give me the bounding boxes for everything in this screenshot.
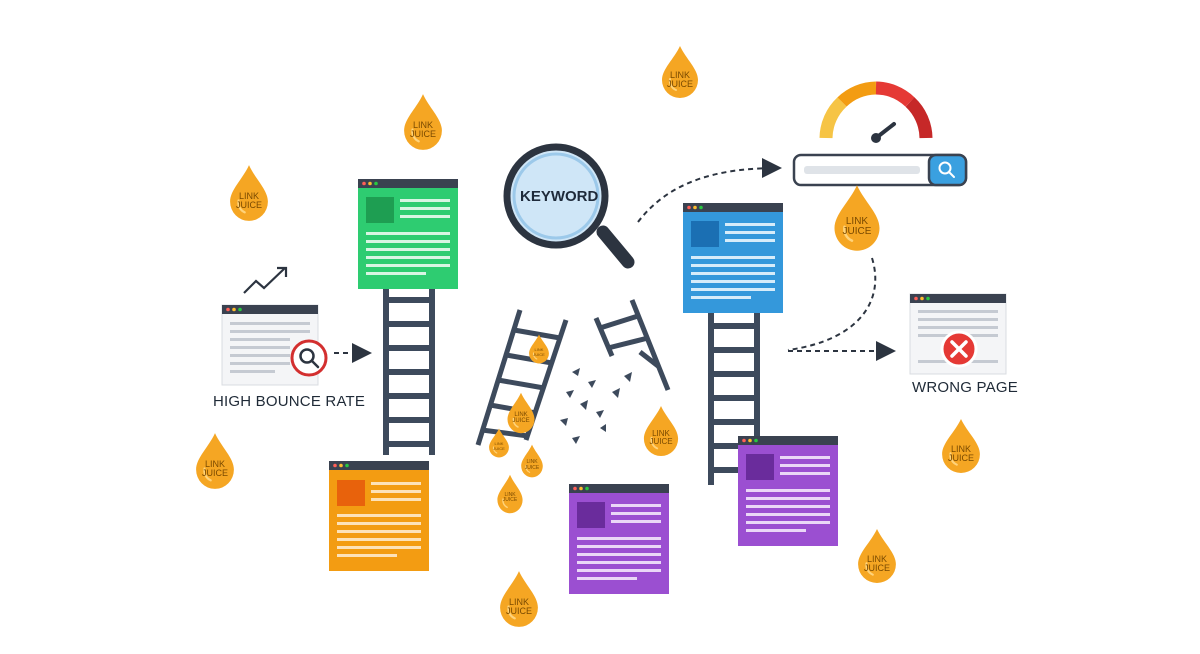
- purple-page-center: [569, 484, 669, 594]
- ladder-debris: [560, 368, 632, 444]
- drop-text-line1: LINK: [504, 492, 516, 499]
- drop-text-line1: LINK: [514, 412, 528, 419]
- orange-page: [329, 461, 429, 571]
- arrow-keyword-to-search: [637, 158, 782, 223]
- drop-icon: [489, 428, 509, 458]
- keyword-label: KEYWORD: [520, 188, 599, 205]
- drop-text-line2: JUICE: [493, 445, 505, 451]
- drop-text-line2: JUICE: [512, 418, 530, 425]
- drop-text-line1: LINK: [950, 443, 971, 454]
- drop-text-line2: JUICE: [842, 226, 872, 238]
- drop-icon: [942, 419, 980, 473]
- drop-icon: [404, 94, 442, 150]
- trend-up-icon: [243, 266, 288, 294]
- drop-text-line2: JUICE: [649, 437, 673, 447]
- drop-text-line2: JUICE: [666, 79, 693, 90]
- drop-text-line1: LINK: [652, 428, 670, 438]
- drop-icon: [834, 185, 880, 251]
- drop-text-line1: LINK: [534, 347, 544, 353]
- drop-icon: [500, 571, 538, 627]
- search-bar: [792, 153, 968, 187]
- drop-text-line1: LINK: [526, 459, 538, 466]
- drop-text-line1: LINK: [412, 119, 433, 130]
- magnifier-icon: [290, 339, 328, 377]
- drop-text-line2: JUICE: [235, 200, 262, 211]
- close-icon: [940, 330, 978, 368]
- green-page: [358, 179, 458, 289]
- drop-icon: [858, 529, 896, 583]
- drop-text-line2: JUICE: [409, 129, 436, 140]
- drop-text-line1: LINK: [845, 215, 869, 227]
- blue-page: [683, 203, 783, 313]
- drop-text-line2: JUICE: [524, 464, 540, 471]
- drop-icon: [230, 165, 268, 221]
- drop-text-line2: JUICE: [505, 606, 532, 617]
- wrong-page-label: WRONG PAGE: [912, 379, 1018, 396]
- drop-text-line2: JUICE: [533, 351, 545, 357]
- arrow-juice-to-wrong: [787, 257, 877, 351]
- drop-text-line1: LINK: [669, 69, 690, 80]
- drop-icon: [662, 46, 698, 98]
- drop-icon: [521, 444, 543, 478]
- drop-icon: [507, 392, 535, 434]
- gauge-icon: [819, 81, 933, 143]
- drop-text-line2: JUICE: [863, 563, 890, 574]
- drop-text-line2: JUICE: [201, 468, 228, 479]
- drop-text-line1: LINK: [494, 441, 504, 447]
- purple-page-right: [738, 436, 838, 546]
- drop-icon: [643, 405, 679, 457]
- drop-icon: [529, 334, 549, 364]
- drop-text-line2: JUICE: [947, 453, 974, 464]
- drop-icon: [196, 433, 234, 489]
- drop-icon: [497, 474, 523, 514]
- drop-text-line1: LINK: [866, 553, 887, 564]
- drop-text-line2: JUICE: [502, 497, 518, 504]
- broken-ladder-right: [593, 299, 671, 391]
- high-bounce-rate-label: HIGH BOUNCE RATE: [213, 393, 366, 410]
- ladder-left: [383, 288, 435, 455]
- keyword-magnifier: [503, 143, 635, 269]
- drop-text-line1: LINK: [238, 190, 259, 201]
- ladder-right: [708, 312, 760, 485]
- drop-text-line1: LINK: [204, 458, 225, 469]
- drop-text-line1: LINK: [508, 596, 529, 607]
